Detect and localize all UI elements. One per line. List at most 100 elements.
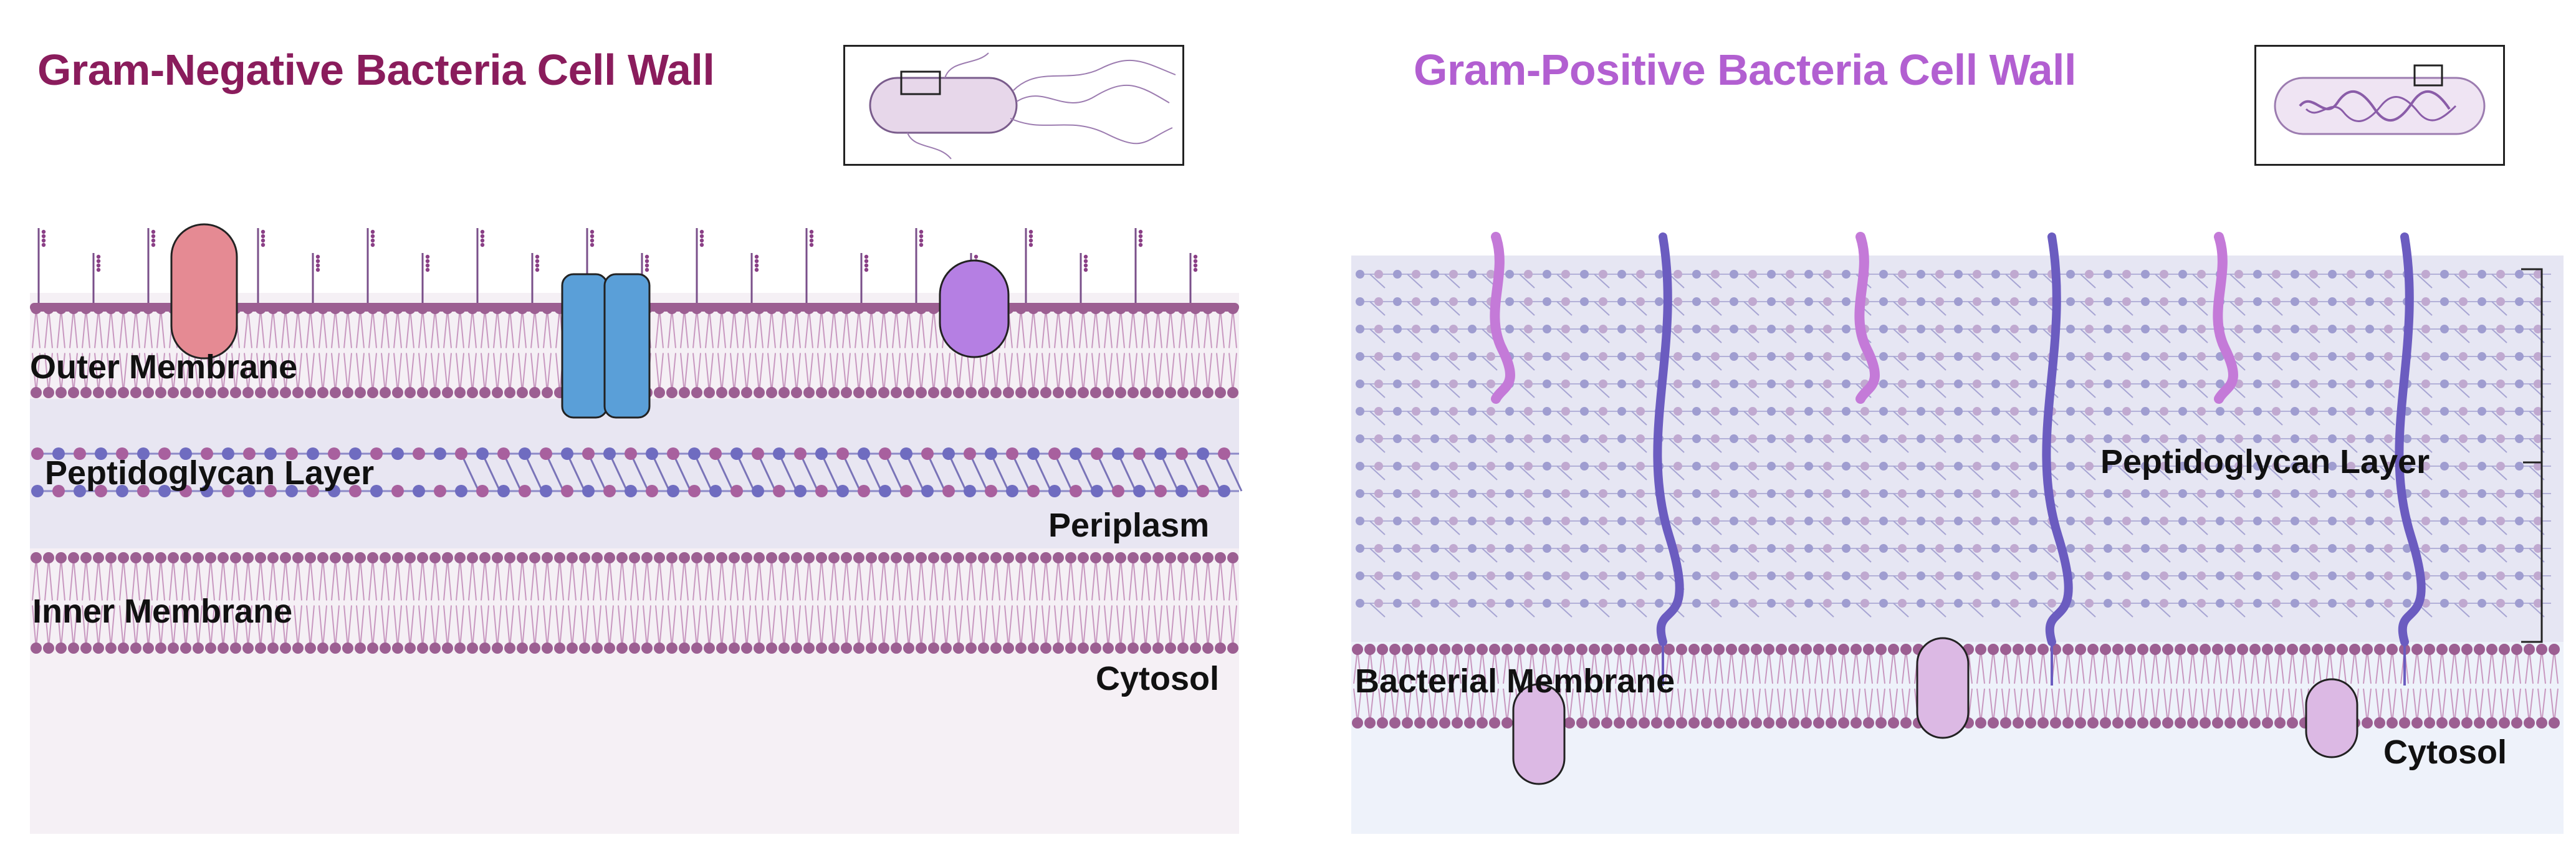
glycan-unit xyxy=(2384,434,2393,443)
glycan-unit xyxy=(1561,544,1570,553)
glycan-unit xyxy=(1879,462,1888,471)
peptide-crosslink xyxy=(2379,466,2395,480)
cytosol-label-negative: Cytosol xyxy=(1096,660,1220,697)
glycan-unit xyxy=(1356,571,1364,580)
glycan-unit xyxy=(1393,270,1402,279)
glycan-unit xyxy=(1767,297,1776,306)
gram-negative-thumbnail xyxy=(843,45,1184,166)
peptide-crosslink xyxy=(1706,301,1722,316)
glycan-unit xyxy=(1374,544,1383,553)
peptide-crosslink xyxy=(1369,383,1386,398)
lps-sugar xyxy=(590,238,595,243)
glycan-unit xyxy=(1711,270,1720,279)
glycan-unit xyxy=(1879,489,1888,498)
peptide-crosslink xyxy=(1594,548,1610,563)
peptide-crosslink xyxy=(1781,466,1797,480)
glycan-unit xyxy=(2421,380,2430,388)
glycan-unit xyxy=(2291,489,2299,498)
glycan-unit xyxy=(1711,434,1720,443)
peptide-crosslink xyxy=(502,453,522,492)
glycan-unit xyxy=(1505,517,1514,525)
glycan-unit xyxy=(1617,462,1626,471)
glycan-unit xyxy=(1823,434,1832,443)
peptide-crosslink xyxy=(2342,274,2358,289)
glycan-unit xyxy=(1449,462,1458,471)
glycan-unit xyxy=(1898,380,1907,388)
glycan-unit xyxy=(2234,462,2243,471)
glycan-unit xyxy=(1374,407,1383,416)
peptide-crosslink xyxy=(1930,328,1946,343)
peptide-crosslink xyxy=(2342,603,2358,618)
glycan-unit xyxy=(2515,599,2524,608)
glycan-unit xyxy=(1804,352,1813,361)
glycan-unit xyxy=(1374,571,1383,580)
glycan-unit xyxy=(1543,462,1551,471)
glycan-unit xyxy=(1935,380,1944,388)
peptide-crosslink xyxy=(2267,520,2283,535)
glycan-unit xyxy=(1543,325,1551,333)
glycan-unit xyxy=(2085,599,2094,608)
glycan-unit xyxy=(709,485,722,497)
peptide-crosslink xyxy=(1369,548,1386,563)
glycan-unit xyxy=(1748,270,1757,279)
peptide-crosslink xyxy=(1818,575,1834,590)
lps-sugar xyxy=(96,259,101,264)
peptide-crosslink xyxy=(1818,274,1834,289)
glycan-unit xyxy=(1673,462,1682,471)
peptide-crosslink xyxy=(2267,411,2283,426)
glycan-unit xyxy=(2421,407,2430,416)
glycan-unit xyxy=(1374,325,1383,333)
bacterial-membrane-label: Bacterial Membrane xyxy=(1355,662,1675,700)
glycan-unit xyxy=(1449,489,1458,498)
glycan-unit xyxy=(1842,571,1851,580)
peptide-crosslink xyxy=(1556,301,1573,316)
peptide-crosslink xyxy=(693,453,713,492)
glycan-unit xyxy=(1786,352,1794,361)
glycan-unit xyxy=(2160,407,2168,416)
peptide-crosslink xyxy=(1519,356,1535,371)
peptide-crosslink xyxy=(2155,274,2171,289)
peptide-crosslink xyxy=(2416,383,2433,398)
glycan-unit xyxy=(730,447,743,460)
glycan-unit xyxy=(2197,599,2206,608)
glycan-unit xyxy=(1973,325,1981,333)
glycan-unit xyxy=(1599,462,1607,471)
lps-sugar xyxy=(370,234,375,239)
peptide-crosslink xyxy=(2416,356,2433,371)
glycan-unit xyxy=(1027,447,1040,460)
peptide-crosslink xyxy=(1444,548,1460,563)
peptide-crosslink xyxy=(672,453,692,492)
glycan-unit xyxy=(1599,544,1607,553)
peptide-crosslink xyxy=(1075,453,1094,492)
periplasm-label: Periplasm xyxy=(1048,507,1210,544)
glycan-unit xyxy=(1580,297,1589,306)
glycan-unit xyxy=(1505,297,1514,306)
peptide-crosslink xyxy=(2304,356,2320,371)
glycan-unit xyxy=(1543,517,1551,525)
glycan-unit xyxy=(1356,407,1364,416)
glycan-unit xyxy=(1786,297,1794,306)
glycan-unit xyxy=(1505,544,1514,553)
peptide-crosslink xyxy=(1743,493,1760,508)
glycan-unit xyxy=(1935,517,1944,525)
lps-sugar xyxy=(261,242,266,247)
glycan-unit xyxy=(2160,434,2168,443)
peptide-crosslink xyxy=(2379,301,2395,316)
glycan-unit xyxy=(1860,407,1869,416)
glycan-unit xyxy=(2178,325,2187,333)
peptide-crosslink xyxy=(1968,548,1984,563)
peptide-crosslink xyxy=(2267,466,2283,480)
lps-sugar xyxy=(1138,242,1143,247)
glycan-unit xyxy=(2066,517,2075,525)
glycan-unit xyxy=(858,447,870,460)
glycan-unit xyxy=(1197,485,1209,497)
glycan-unit xyxy=(1917,462,1925,471)
glycan-unit xyxy=(1636,297,1645,306)
glycan-unit xyxy=(2309,434,2318,443)
glycan-unit xyxy=(1898,270,1907,279)
peptide-crosslink xyxy=(2192,383,2208,398)
glycan-unit xyxy=(1524,352,1533,361)
glycan-unit xyxy=(1356,270,1364,279)
peptide-crosslink xyxy=(1594,520,1610,535)
glycan-unit xyxy=(1617,380,1626,388)
